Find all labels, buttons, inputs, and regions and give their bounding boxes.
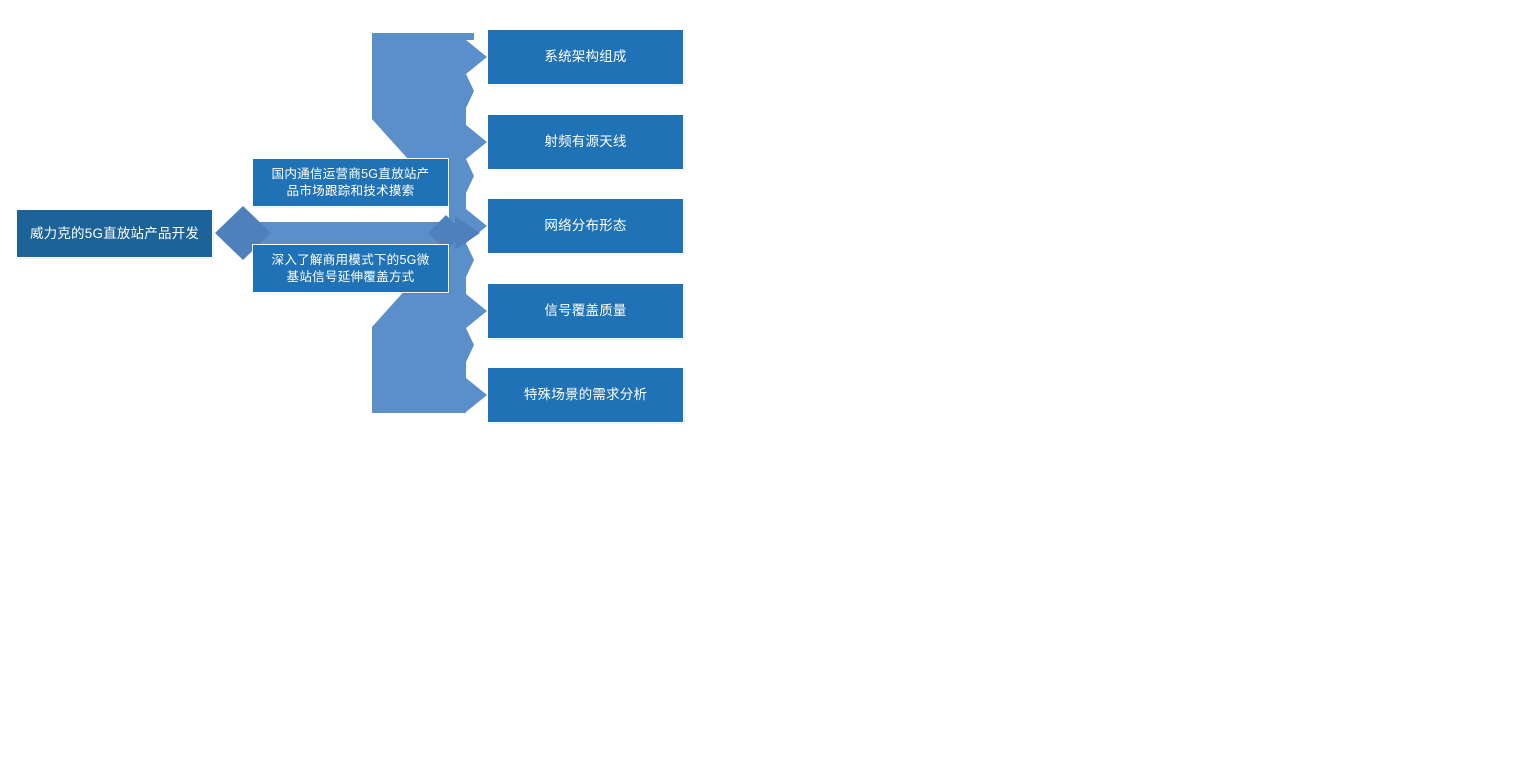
funnel-band-notch-2 bbox=[466, 243, 474, 277]
funnel-arrowhead-2 bbox=[466, 209, 487, 243]
node-middle-0-label: 国内通信运营商5G直放站产 品市场跟踪和技术摸索 bbox=[271, 167, 430, 198]
funnel-connector-shape bbox=[371, 33, 487, 413]
funnel-band-notch-top bbox=[466, 33, 474, 40]
node-leaf-3[interactable]: 信号覆盖质量 bbox=[488, 284, 683, 338]
node-leaf-2[interactable]: 网络分布形态 bbox=[488, 199, 683, 253]
node-leaf-3-label: 信号覆盖质量 bbox=[544, 303, 627, 319]
funnel-band-notch-3 bbox=[466, 328, 474, 362]
node-leaf-0-label: 系统架构组成 bbox=[544, 49, 627, 65]
funnel-arrowhead-4 bbox=[466, 378, 487, 412]
node-middle-1[interactable]: 深入了解商用模式下的5G微 基站信号延伸覆盖方式 bbox=[253, 245, 448, 292]
funnel-arrowhead-3 bbox=[466, 294, 487, 328]
funnel-vertical-band bbox=[449, 33, 466, 413]
node-root[interactable]: 威力克的5G直放站产品开发 bbox=[17, 210, 212, 257]
node-leaf-1[interactable]: 射频有源天线 bbox=[488, 115, 683, 169]
node-leaf-2-label: 网络分布形态 bbox=[544, 218, 627, 234]
node-leaf-4-label: 特殊场景的需求分析 bbox=[523, 387, 648, 403]
funnel-band-notch-1 bbox=[466, 159, 474, 193]
node-middle-1-label: 深入了解商用模式下的5G微 基站信号延伸覆盖方式 bbox=[271, 253, 430, 284]
horizontal-arrow-right-head bbox=[455, 216, 480, 250]
node-leaf-1-label: 射频有源天线 bbox=[544, 134, 627, 150]
funnel-arrowhead-0 bbox=[466, 40, 487, 74]
funnel-arrowhead-1 bbox=[466, 125, 487, 159]
node-leaf-4[interactable]: 特殊场景的需求分析 bbox=[488, 368, 683, 422]
funnel-band-notch-0 bbox=[466, 74, 474, 108]
node-leaf-0[interactable]: 系统架构组成 bbox=[488, 30, 683, 84]
node-root-label: 威力克的5G直放站产品开发 bbox=[29, 225, 200, 241]
node-middle-0[interactable]: 国内通信运营商5G直放站产 品市场跟踪和技术摸索 bbox=[253, 159, 448, 206]
horizontal-arrow-shaft bbox=[243, 222, 465, 244]
